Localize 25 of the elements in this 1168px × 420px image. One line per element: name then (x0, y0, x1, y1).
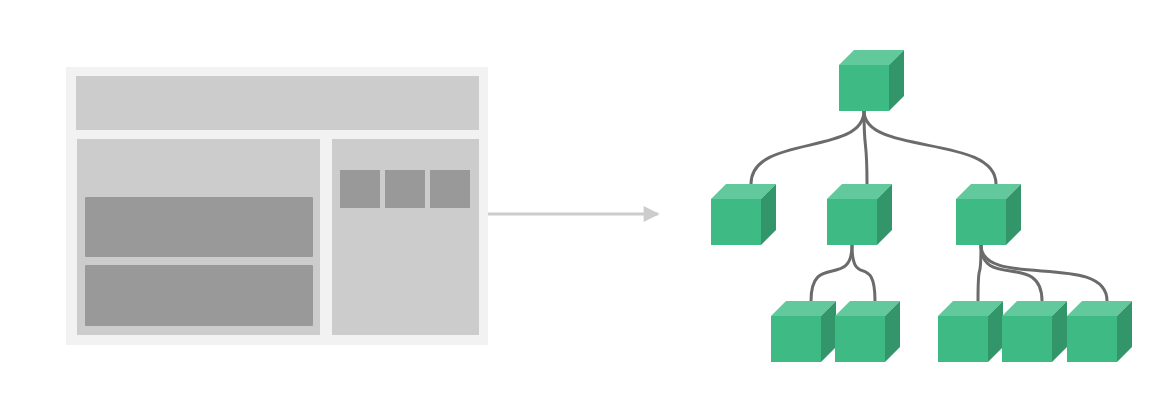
connector-line (749, 110, 866, 185)
component-cube (956, 184, 1021, 245)
arrow (488, 206, 660, 222)
thumbnail-block (340, 170, 380, 208)
content-block (85, 265, 313, 326)
component-cube (711, 184, 776, 245)
component-cube (771, 301, 836, 362)
connector-line (809, 244, 854, 302)
component-cube (1002, 301, 1067, 362)
component-cube (839, 50, 904, 111)
header-block (76, 76, 479, 130)
connector-line (976, 245, 983, 301)
connector-line (850, 244, 877, 302)
component-cube (938, 301, 1003, 362)
content-block (85, 197, 313, 257)
thumbnail-block (430, 170, 470, 208)
component-cube (1067, 301, 1132, 362)
content-panel (77, 139, 320, 335)
sidebar-panel (332, 139, 479, 335)
component-cube (827, 184, 892, 245)
page-wireframe (66, 67, 488, 345)
connector-line (979, 244, 1109, 302)
connector-line (862, 110, 998, 185)
component-cube (835, 301, 900, 362)
thumbnail-block (385, 170, 425, 208)
